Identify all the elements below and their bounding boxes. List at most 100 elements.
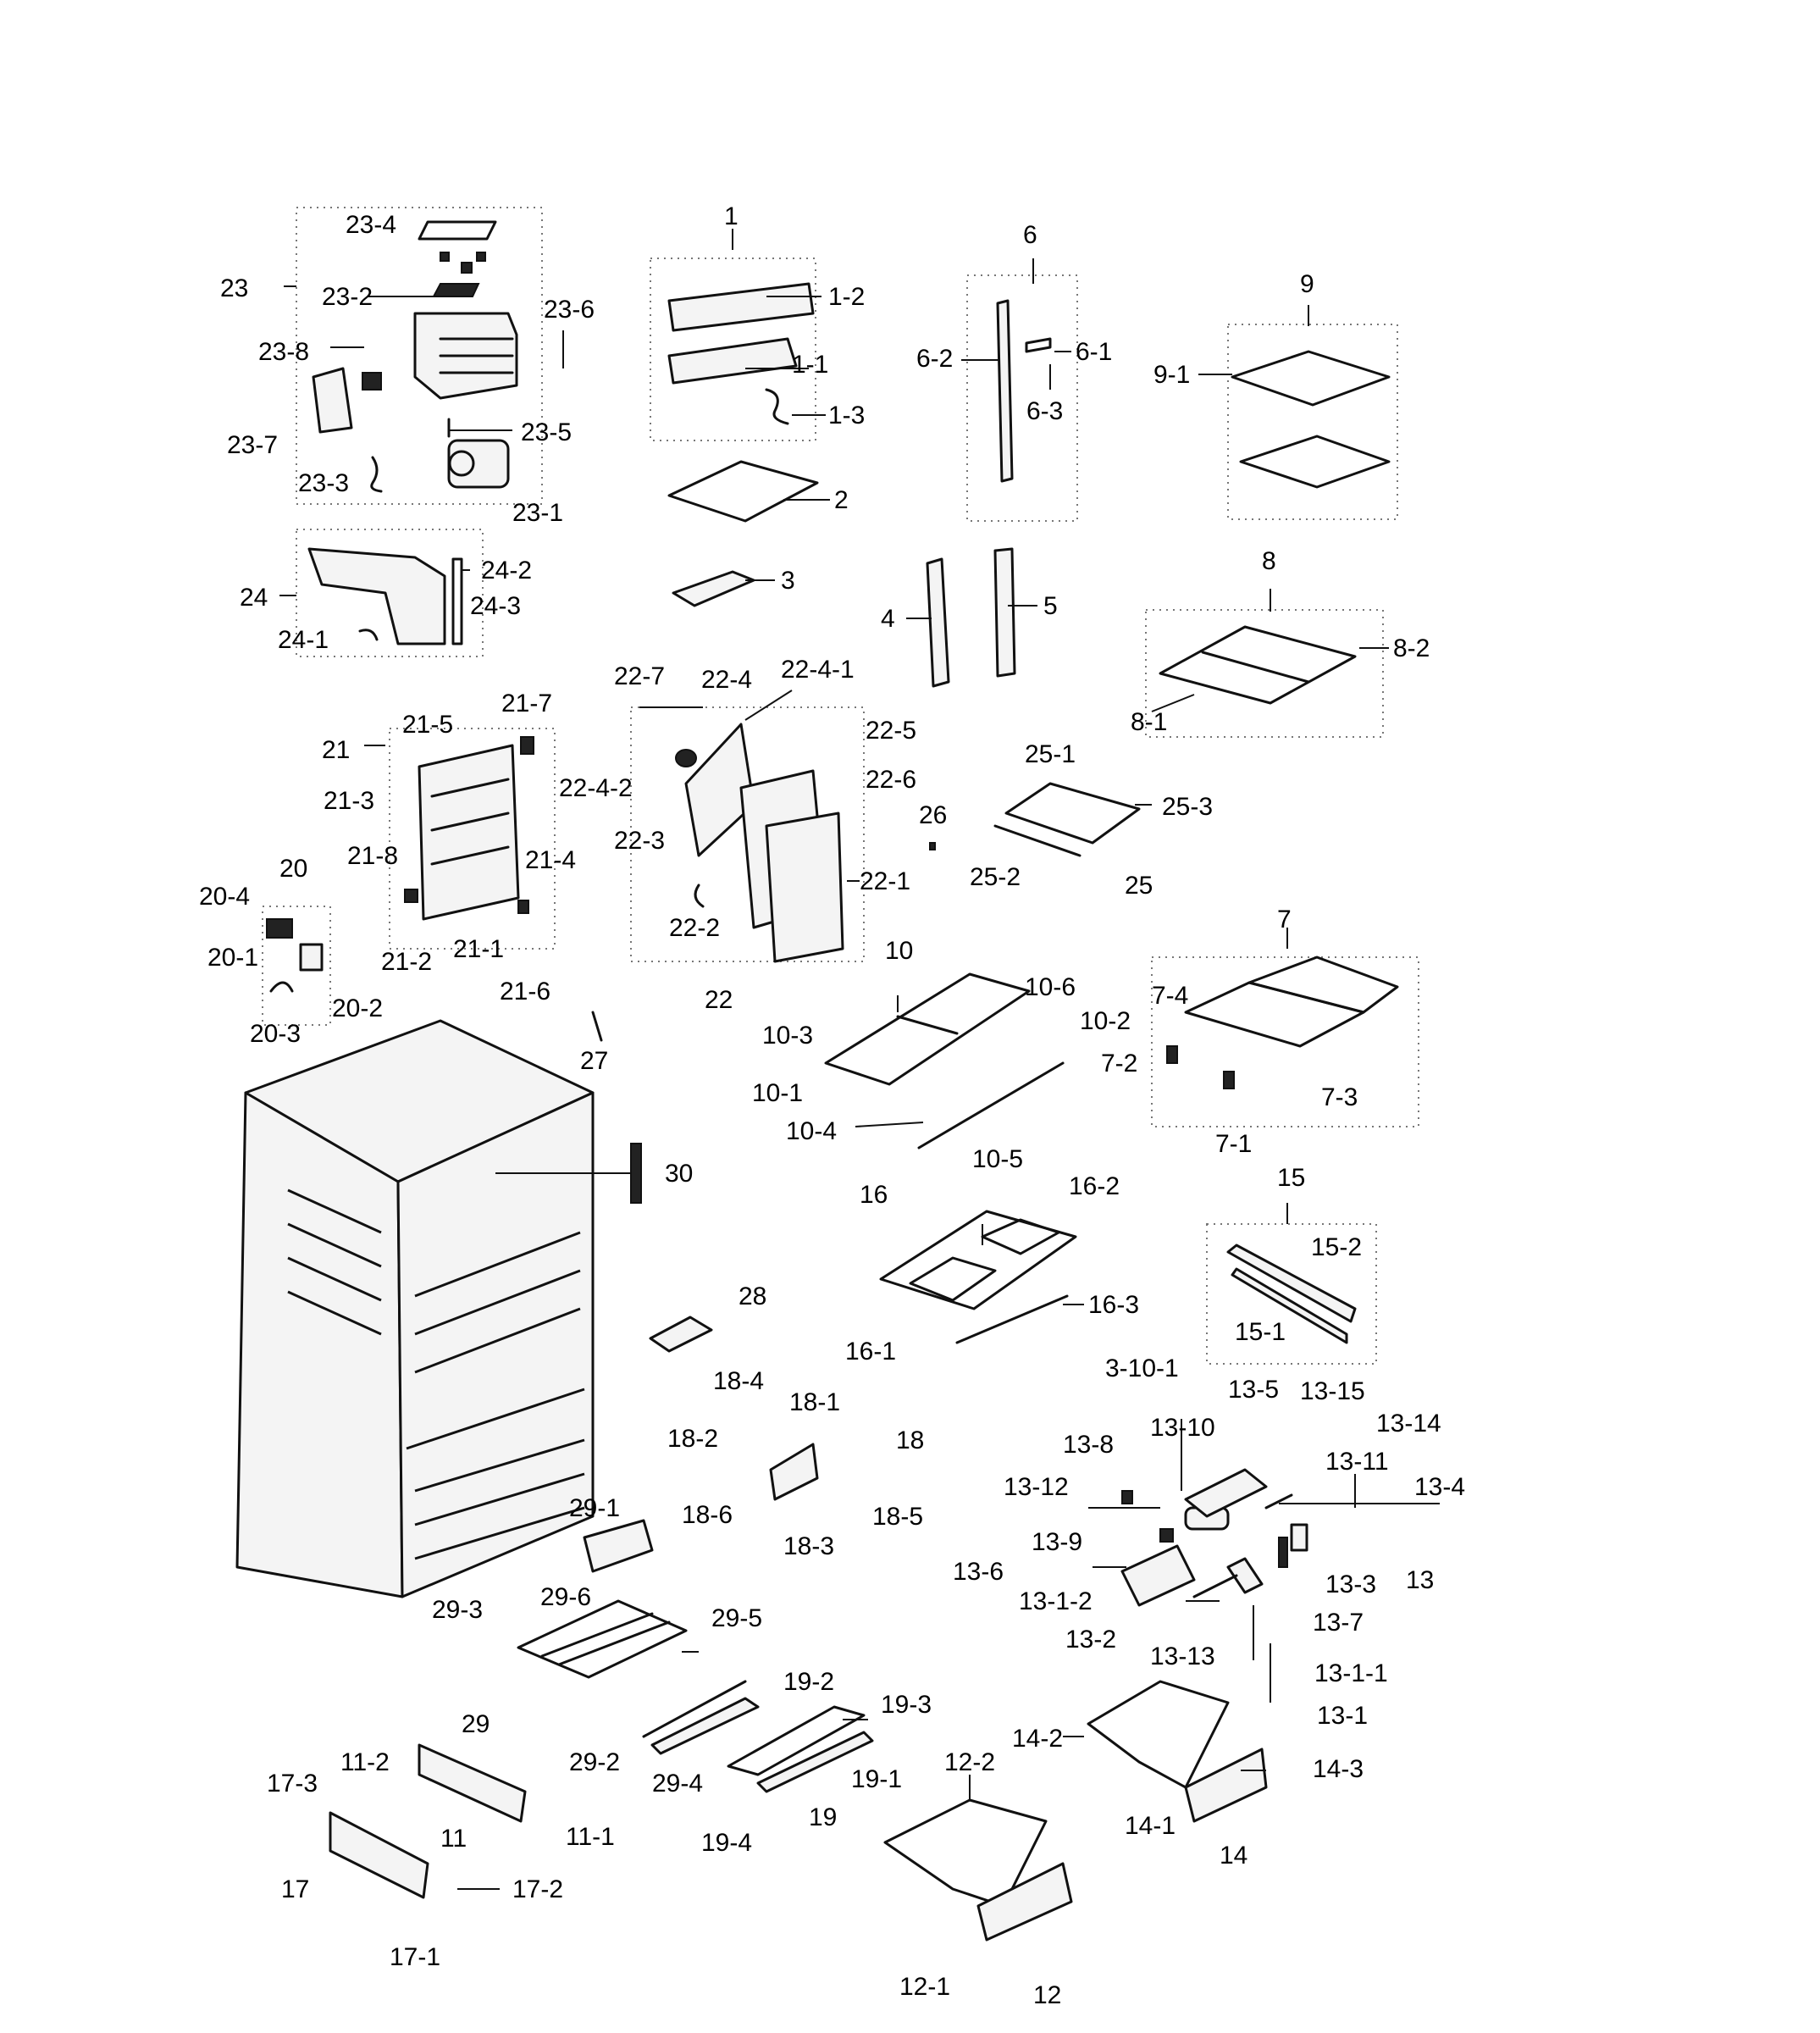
part-29-drawer [517, 1599, 688, 1679]
rail-15 [1226, 1244, 1357, 1344]
callout-18-3: 18-3 [783, 1532, 834, 1560]
part-16-bin-right [981, 1218, 1060, 1255]
part-10-5-rail [917, 1061, 1065, 1149]
callout-17-1: 17-1 [390, 1943, 440, 1971]
part-23-4-piece [440, 252, 450, 262]
callout-19: 19 [809, 1803, 837, 1831]
callout-20: 20 [279, 855, 307, 883]
callout-13-9: 13-9 [1032, 1528, 1082, 1556]
group-box-22 [630, 706, 865, 962]
callout-25-3: 25-3 [1162, 793, 1213, 821]
part-22-2-wire [694, 884, 705, 908]
part-21-2-heater [404, 889, 418, 903]
callout-22-7: 22-7 [614, 662, 665, 690]
callout-13-14: 13-14 [1376, 1410, 1441, 1438]
callout-13-1-1: 13-1-1 [1314, 1659, 1388, 1687]
part-15-1-rail [1231, 1267, 1348, 1344]
callout-15-2: 15-2 [1311, 1233, 1362, 1261]
callout-18-5: 18-5 [872, 1503, 923, 1531]
callout-25-2: 25-2 [970, 863, 1021, 891]
leader-22-4-1 [744, 690, 793, 721]
callout-18-1: 18-1 [789, 1388, 840, 1416]
ice-maker-wire [370, 456, 383, 493]
drawer-29 [517, 1519, 760, 1755]
callout-18-2: 18-2 [667, 1425, 718, 1453]
ice-bucket [307, 547, 463, 645]
callout-6: 6 [1023, 221, 1037, 249]
callout-16-3: 16-3 [1088, 1291, 1139, 1319]
part-13-12-switch [1121, 1490, 1133, 1504]
part-8-divider [1201, 651, 1310, 684]
cabinet-freezer-rib-2 [414, 1472, 585, 1526]
callout-3: 3 [781, 567, 795, 595]
part-23-4-piece-2 [476, 252, 486, 262]
callout-8-2: 8-2 [1393, 634, 1430, 662]
part-13-1-1-lever [1226, 1557, 1264, 1594]
part-19-2-cover [727, 1705, 866, 1776]
group-box-23 [296, 207, 543, 505]
part-2-frame [667, 460, 819, 523]
cabinet-freezer-rib-3 [414, 1506, 585, 1560]
callout-29-5: 29-5 [711, 1604, 762, 1632]
callout-13-5: 13-5 [1228, 1376, 1279, 1404]
part-19-assembly [727, 1705, 874, 1793]
callout-16-1: 16-1 [845, 1338, 896, 1365]
refrigerator-cabinet [235, 1019, 595, 1598]
ice-maker-fan [432, 283, 480, 297]
part-15-rail-upper [1226, 1244, 1357, 1323]
callout-23: 23 [220, 274, 248, 302]
part-25-shelf [1004, 782, 1141, 845]
callout-14-1: 14-1 [1125, 1812, 1176, 1840]
callout-25-1: 25-1 [1025, 740, 1076, 768]
duct-assembly-22 [675, 723, 936, 963]
callout-23-7: 23-7 [227, 431, 278, 459]
evap-fin-3 [430, 845, 510, 866]
callout-13-1: 13-1 [1317, 1702, 1368, 1730]
callout-24-3: 24-3 [470, 592, 521, 620]
callout-12-1: 12-1 [899, 1973, 950, 2001]
leader-10-4 [855, 1122, 924, 1127]
callout-21-5: 21-5 [402, 711, 453, 739]
control-panel-cover [667, 282, 815, 332]
callout-29-1: 29-1 [569, 1494, 620, 1522]
callout-9: 9 [1300, 270, 1314, 298]
ice-auger-rod [451, 557, 463, 645]
shelf-10 [824, 972, 1065, 1149]
part-16-shelf [879, 1210, 1077, 1310]
callout-21-8: 21-8 [347, 842, 398, 870]
cabinet-side-rib-4 [287, 1290, 382, 1336]
callout-1-2: 1-2 [828, 283, 865, 311]
shelf-8 [1159, 625, 1357, 705]
ice-maker-motor [447, 439, 510, 489]
callout-29-4: 29-4 [652, 1770, 703, 1798]
part-29-4-trim [650, 1697, 760, 1755]
part-12-drawer-basket [883, 1798, 1048, 1908]
part-4-rail [926, 557, 950, 688]
callout-24: 24 [240, 584, 268, 612]
water-valve-20 [266, 918, 324, 993]
callout-22-4-1: 22-4-1 [781, 656, 855, 684]
control-panel-harness [765, 388, 789, 425]
drawer-rib-1 [540, 1612, 654, 1658]
callout-29-2: 29-2 [569, 1748, 620, 1776]
part-5-rail [993, 547, 1016, 678]
callout-21-4: 21-4 [525, 846, 576, 874]
callout-21-6: 21-6 [500, 978, 550, 1005]
cabinet-freezer-divider [406, 1388, 585, 1450]
callout-8: 8 [1262, 547, 1276, 575]
callout-5: 5 [1043, 592, 1058, 620]
callout-3-10-1: 3-10-1 [1105, 1354, 1179, 1382]
part-13-3-bracket [1290, 1523, 1308, 1552]
callout-20-3: 20-3 [250, 1020, 301, 1048]
callout-25: 25 [1125, 872, 1153, 900]
callout-23-4: 23-4 [346, 211, 396, 239]
callout-15: 15 [1277, 1164, 1305, 1192]
part-26-screw [929, 842, 936, 850]
callout-13-2: 13-2 [1065, 1626, 1116, 1654]
cabinet-freezer-rib-1 [414, 1438, 585, 1493]
callout-22: 22 [705, 986, 733, 1014]
part-21-evaporator-cover [418, 744, 520, 921]
part-12-front [976, 1862, 1073, 1942]
callout-23-5: 23-5 [521, 418, 572, 446]
callout-23-8: 23-8 [258, 338, 309, 366]
